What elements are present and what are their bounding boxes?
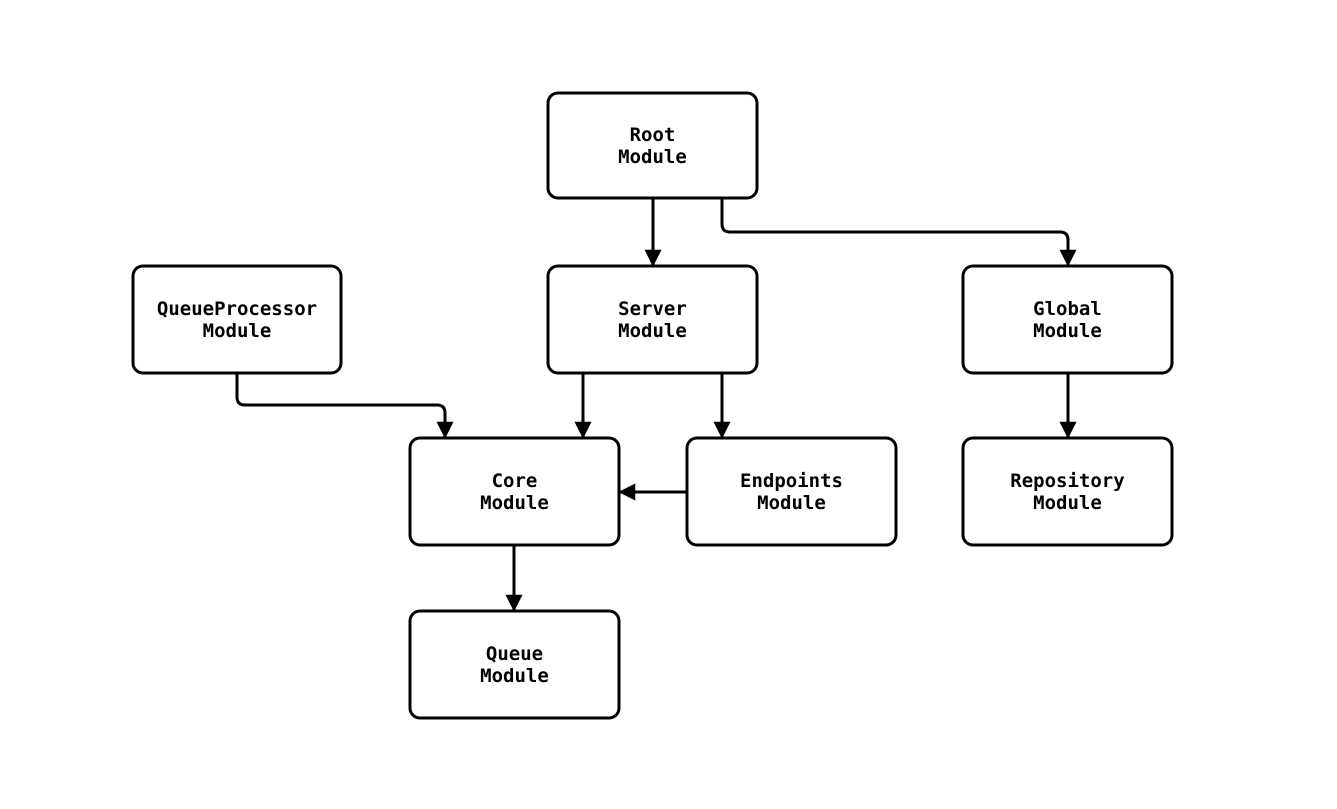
edge-queueprocessor-to-core — [235, 373, 454, 439]
node-root-box — [546, 91, 759, 200]
edge-root-to-global — [720, 198, 1077, 267]
node-core-box — [408, 436, 621, 547]
node-queueprocessor-box — [131, 264, 343, 375]
node-endpoints-box — [685, 436, 898, 547]
node-server-box — [546, 264, 759, 375]
node-global-box — [961, 264, 1174, 375]
edge-layer — [235, 198, 1077, 612]
node-repository-box — [961, 436, 1174, 547]
node-queue-box — [408, 609, 621, 720]
